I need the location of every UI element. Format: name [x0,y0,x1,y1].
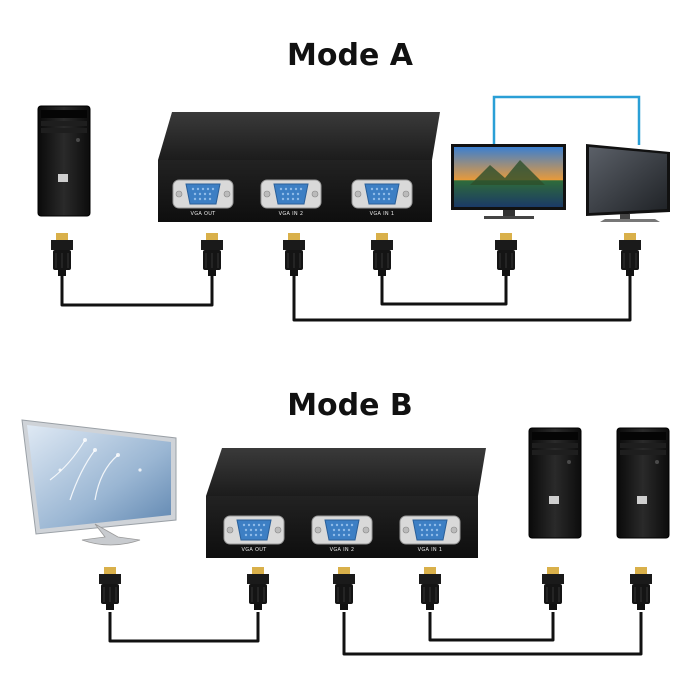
vga-cables [60,276,632,322]
pc-tower-icon [37,105,91,217]
vga-connector-icon [50,232,74,277]
monitor-icon [451,144,566,219]
vga-connector-icon [629,566,653,611]
vga-port-icon [399,515,461,545]
vga-cables [108,612,643,656]
port-label-vga-in-2: VGA IN 2 [279,211,304,217]
port-label-vga-in-1: VGA IN 1 [370,211,395,217]
vga-connector-icon [418,566,442,611]
port-label-vga-out: VGA OUT [190,211,216,217]
port-label-vga-in-1: VGA IN 1 [418,547,443,553]
vga-connector-icon [494,232,518,277]
mode-a-group: VGA OUT VGA IN 2 VGA IN 1 [37,95,670,322]
vga-switch-icon: VGA OUT VGA IN 2 VGA IN 1 [206,448,486,558]
vga-port-icon [351,179,413,209]
vga-switch-icon: VGA OUT VGA IN 2 VGA IN 1 [158,112,440,222]
mode-b-title: Mode B [287,388,413,423]
vga-connector-icon [541,566,565,611]
vga-connector-icon [332,566,356,611]
vga-connector-icon [618,232,642,277]
monitor-icon [21,419,177,546]
mode-a-title: Mode A [287,38,413,73]
vga-connector-icon [200,232,224,277]
monitor-link-line [492,95,641,146]
vga-connector-icon [282,232,306,277]
vga-port-icon [172,179,234,209]
vga-port-icon [311,515,373,545]
pc-tower-icon [528,427,582,539]
pc-tower-icon [616,427,670,539]
vga-connector-icon [98,566,122,611]
vga-port-icon [223,515,285,545]
monitor-icon [586,144,670,222]
vga-port-icon [260,179,322,209]
vga-connector-icon [246,566,270,611]
mode-b-group: VGA OUT VGA IN 2 VGA IN 1 [21,419,670,656]
port-label-vga-out: VGA OUT [241,547,267,553]
vga-connector-icon [370,232,394,277]
port-label-vga-in-2: VGA IN 2 [330,547,355,553]
